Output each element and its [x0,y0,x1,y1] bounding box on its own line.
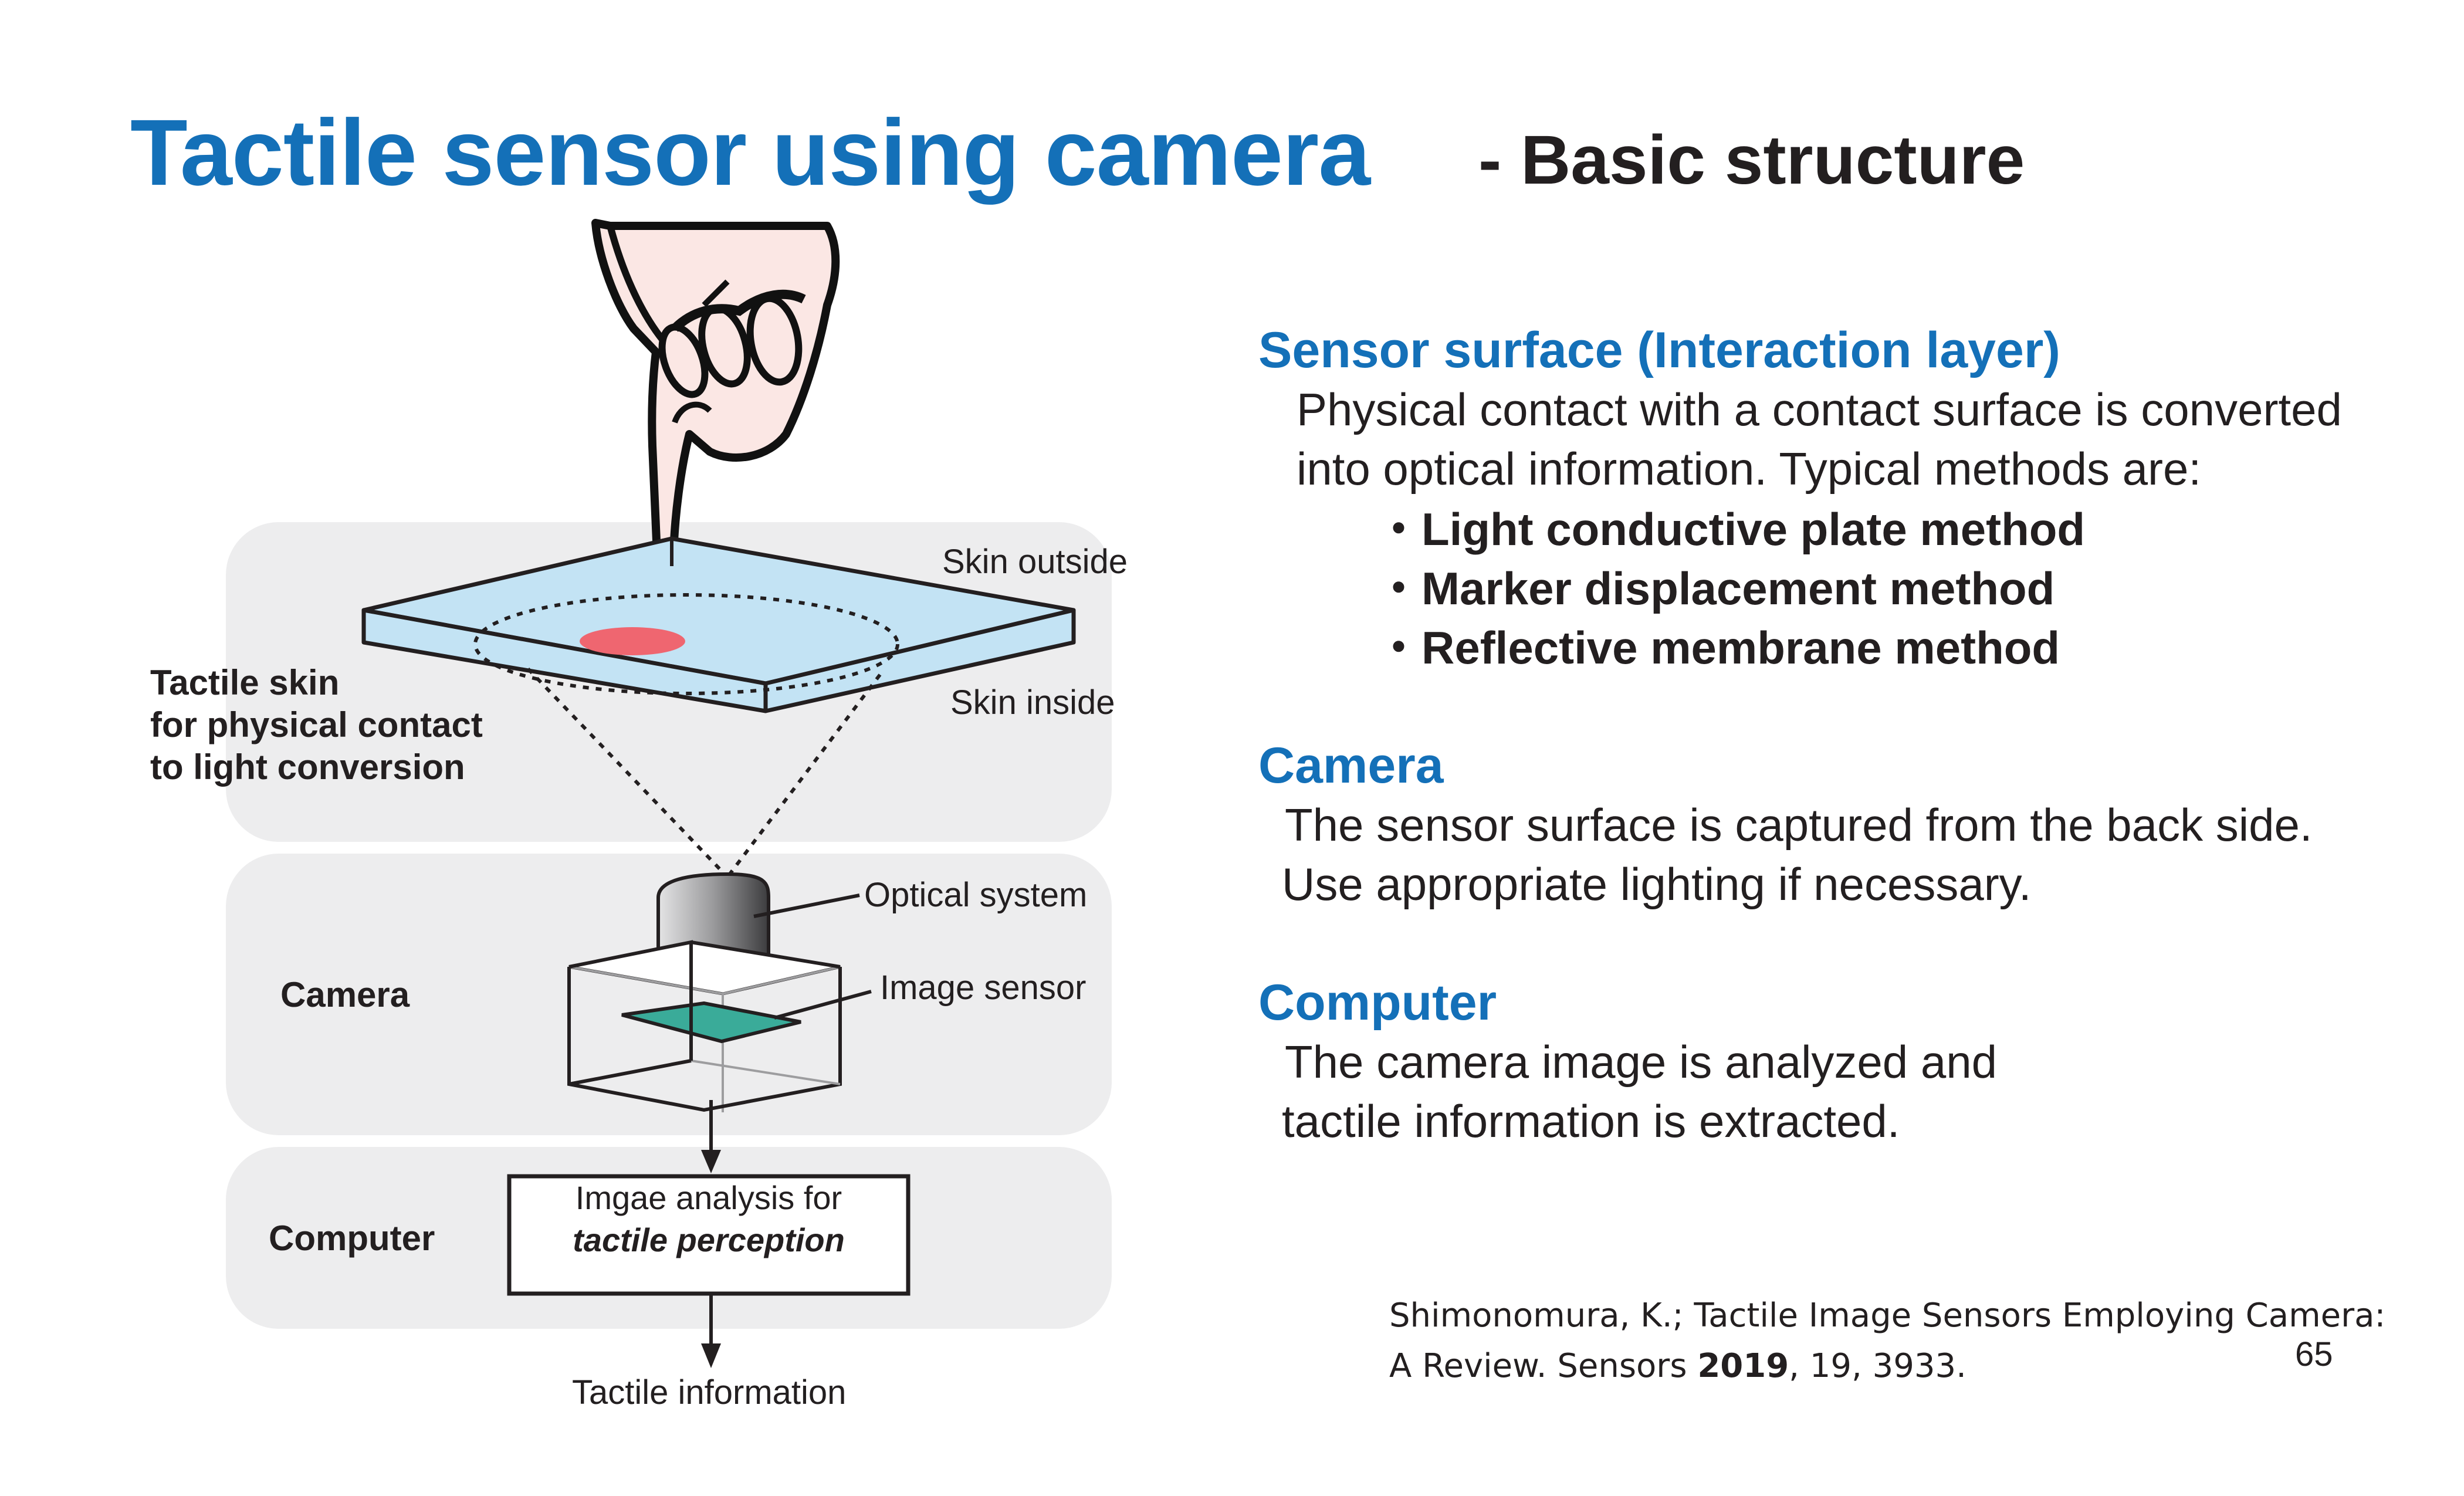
label-tactile-skin: Tactile skin for physical contact to lig… [150,662,483,788]
reference-line: A Review. Sensors 2019, 19, 3933. [1389,1341,1967,1392]
camera-text: The sensor surface is captured from the … [1285,799,2313,851]
label-skin-inside: Skin inside [950,683,1115,722]
label-skin-outside: Skin outside [942,543,1128,581]
sensor-surface-text: Physical contact with a contact surface … [1297,384,2342,435]
heading-sensor-surface: Sensor surface (Interaction layer) [1258,322,2060,378]
reference-suffix: , 19, 3933. [1789,1347,1967,1385]
arrow-camera-to-computer [701,1150,721,1173]
computer-text: tactile information is extracted. [1282,1095,1900,1147]
label-camera: Camera [280,975,410,1014]
tactile-skin-line: to light conversion [150,747,465,787]
analysis-box [507,1174,911,1296]
heading-camera: Camera [1258,737,1444,794]
computer-text: The camera image is analyzed and [1285,1036,1997,1088]
sensor-surface-text: into optical information. Typical method… [1297,443,2202,495]
camera-text: Use appropriate lighting if necessary. [1282,858,2032,910]
reference-prefix: A Review. Sensors [1389,1347,1698,1385]
label-computer: Computer [269,1219,435,1258]
tactile-skin-line: for physical contact [150,705,483,744]
method-item: ・Marker displacement method [1376,563,2055,614]
page-subtitle: - Basic structure [1478,121,2025,199]
camera-icon [567,872,872,1112]
page-number: 65 [2295,1335,2333,1373]
arrow-computer-to-output [701,1343,721,1368]
method-item: ・Light conductive plate method [1376,503,2086,555]
finger-icon [591,219,840,559]
label-tactile-information: Tactile information [572,1373,847,1412]
reference-year: 2019 [1697,1347,1789,1385]
analysis-line: tactile perception [573,1221,845,1258]
tactile-skin-line: Tactile skin [150,663,340,702]
label-image-sensor: Image sensor [880,969,1087,1007]
method-item: ・Reflective membrane method [1376,622,2060,673]
analysis-box-text: Imgae analysis for tactile perception [509,1177,908,1261]
skin-plate [361,536,1076,879]
heading-computer: Computer [1258,974,1497,1031]
contact-spot [580,627,685,655]
page-title: Tactile sensor using camera [130,100,1370,205]
reference-line: Shimonomura, K.; Tactile Image Sensors E… [1389,1297,2386,1335]
analysis-line: Imgae analysis for [575,1179,842,1216]
label-optical-system: Optical system [864,876,1088,914]
